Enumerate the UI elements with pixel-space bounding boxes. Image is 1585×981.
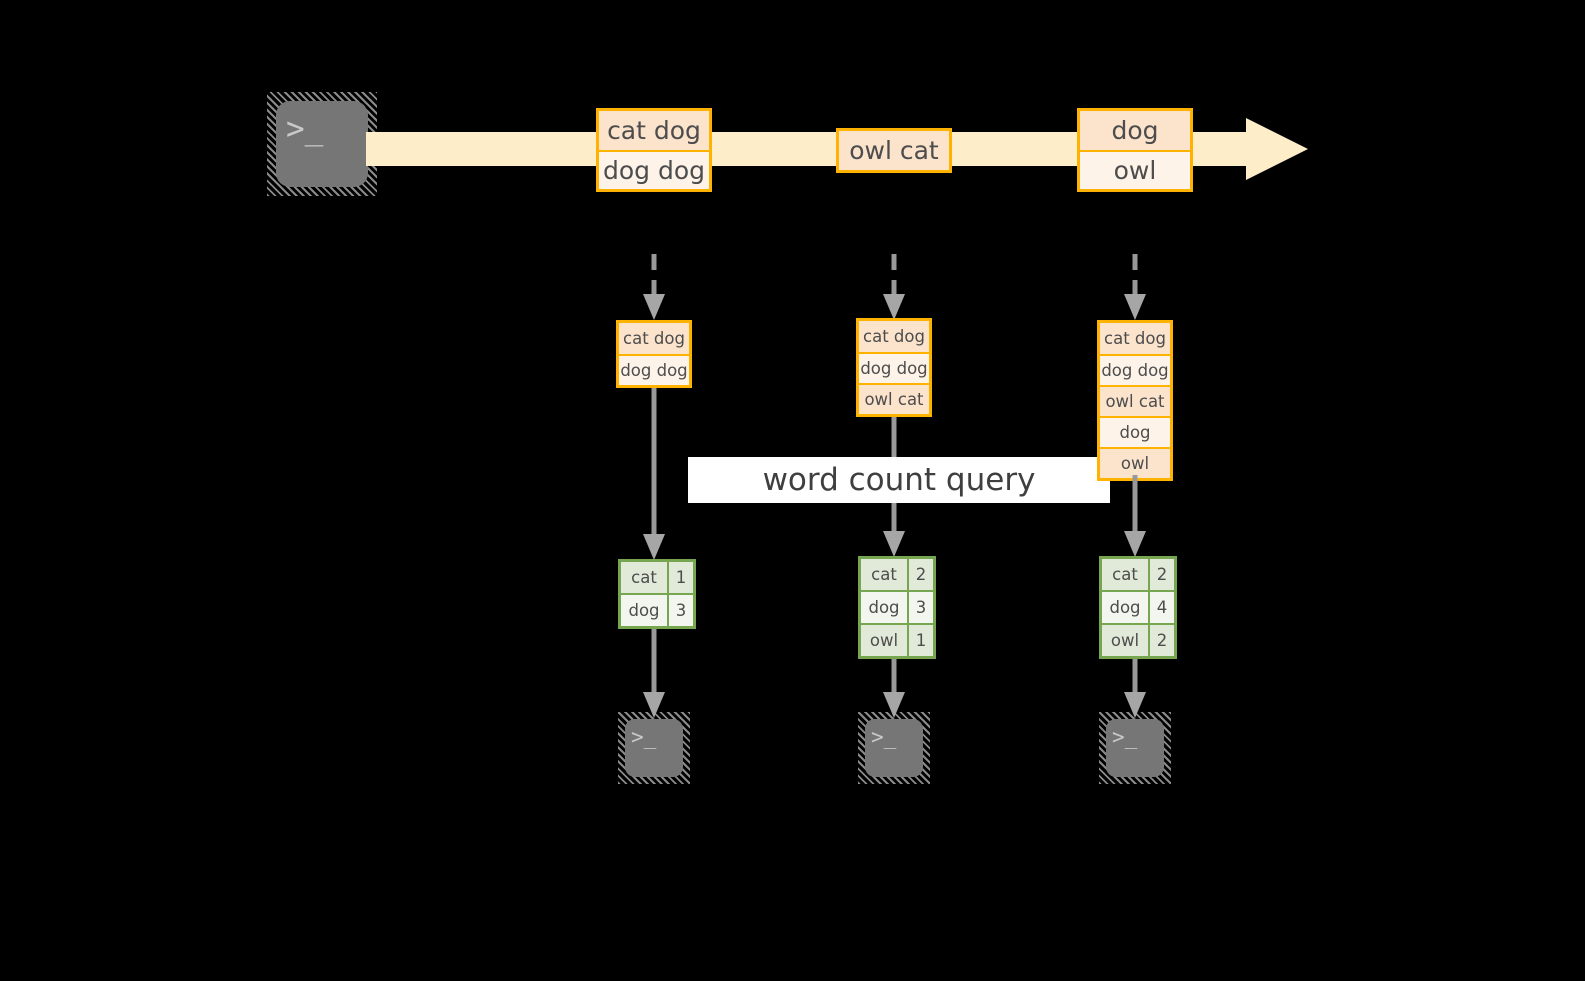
batch-2-count-table: cat 2 dog 3 owl 1 bbox=[858, 556, 936, 659]
stream-record-group-1: cat dog dog dog bbox=[596, 108, 712, 192]
terminal-prompt-glyph: >_ bbox=[631, 725, 657, 749]
batch-3-sink-terminal-icon: >_ bbox=[1099, 712, 1171, 784]
batch-3-query-arrow-icon bbox=[1121, 475, 1149, 559]
stream-record-line: owl bbox=[1080, 150, 1190, 189]
count-row: dog 3 bbox=[621, 593, 693, 626]
batch-2-sink-arrow-icon bbox=[880, 649, 908, 720]
count-value: 3 bbox=[907, 592, 933, 623]
count-value: 1 bbox=[667, 562, 693, 593]
count-word: dog bbox=[861, 592, 907, 623]
batch-input-line: dog dog bbox=[1100, 354, 1170, 385]
dashed-down-arrow-icon bbox=[640, 254, 668, 322]
batch-3-sink-arrow-icon bbox=[1121, 649, 1149, 720]
batch-input-line: owl cat bbox=[859, 383, 929, 414]
batch-input-line: owl bbox=[1100, 447, 1170, 478]
terminal-prompt-glyph: >_ bbox=[286, 111, 324, 147]
count-row: cat 2 bbox=[861, 559, 933, 590]
terminal-prompt-glyph: >_ bbox=[1112, 725, 1138, 749]
batch-input-line: dog dog bbox=[859, 352, 929, 383]
terminal-screen bbox=[276, 101, 368, 187]
terminal-prompt-glyph: >_ bbox=[871, 725, 897, 749]
count-value: 2 bbox=[1148, 559, 1174, 590]
batch-input-line: dog dog bbox=[619, 354, 689, 385]
source-terminal-icon: >_ bbox=[267, 92, 377, 196]
batch-input-line: cat dog bbox=[1100, 323, 1170, 354]
query-label-banner: word count query bbox=[688, 457, 1110, 503]
terminal-screen bbox=[865, 719, 923, 777]
stream-record-line: dog bbox=[1080, 111, 1190, 150]
count-row: dog 4 bbox=[1102, 590, 1174, 623]
count-row: dog 3 bbox=[861, 590, 933, 623]
count-value: 4 bbox=[1148, 592, 1174, 623]
stream-record-line: owl cat bbox=[839, 131, 949, 170]
count-value: 1 bbox=[907, 625, 933, 656]
count-row: owl 2 bbox=[1102, 623, 1174, 656]
batch-input-line: dog bbox=[1100, 416, 1170, 447]
stream-record-line: dog dog bbox=[599, 150, 709, 189]
batch-2-sink-terminal-icon: >_ bbox=[858, 712, 930, 784]
count-word: cat bbox=[861, 559, 907, 590]
count-word: cat bbox=[1102, 559, 1148, 590]
batch-1-input-box: cat dog dog dog bbox=[616, 320, 692, 388]
stream-record-group-3: dog owl bbox=[1077, 108, 1193, 192]
terminal-screen bbox=[1106, 719, 1164, 777]
count-word: owl bbox=[1102, 625, 1148, 656]
count-value: 2 bbox=[1148, 625, 1174, 656]
batch-1-query-arrow-icon bbox=[640, 382, 668, 562]
batch-input-line: cat dog bbox=[859, 321, 929, 352]
count-value: 2 bbox=[907, 559, 933, 590]
batch-2-input-box: cat dog dog dog owl cat bbox=[856, 318, 932, 417]
count-row: owl 1 bbox=[861, 623, 933, 656]
stream-record-group-2: owl cat bbox=[836, 128, 952, 173]
batch-input-line: owl cat bbox=[1100, 385, 1170, 416]
count-word: cat bbox=[621, 562, 667, 593]
batch-1-sink-arrow-icon bbox=[640, 620, 668, 720]
batch-1-count-table: cat 1 dog 3 bbox=[618, 559, 696, 629]
batch-1-sink-terminal-icon: >_ bbox=[618, 712, 690, 784]
batch-input-line: cat dog bbox=[619, 323, 689, 354]
count-row: cat 1 bbox=[621, 562, 693, 593]
terminal-screen bbox=[625, 719, 683, 777]
count-word: dog bbox=[621, 595, 667, 626]
dashed-down-arrow-icon bbox=[880, 254, 908, 322]
batch-3-count-table: cat 2 dog 4 owl 2 bbox=[1099, 556, 1177, 659]
batch-3-input-box: cat dog dog dog owl cat dog owl bbox=[1097, 320, 1173, 481]
dashed-down-arrow-icon bbox=[1121, 254, 1149, 322]
stream-record-line: cat dog bbox=[599, 111, 709, 150]
count-word: dog bbox=[1102, 592, 1148, 623]
count-value: 3 bbox=[667, 595, 693, 626]
count-row: cat 2 bbox=[1102, 559, 1174, 590]
count-word: owl bbox=[861, 625, 907, 656]
